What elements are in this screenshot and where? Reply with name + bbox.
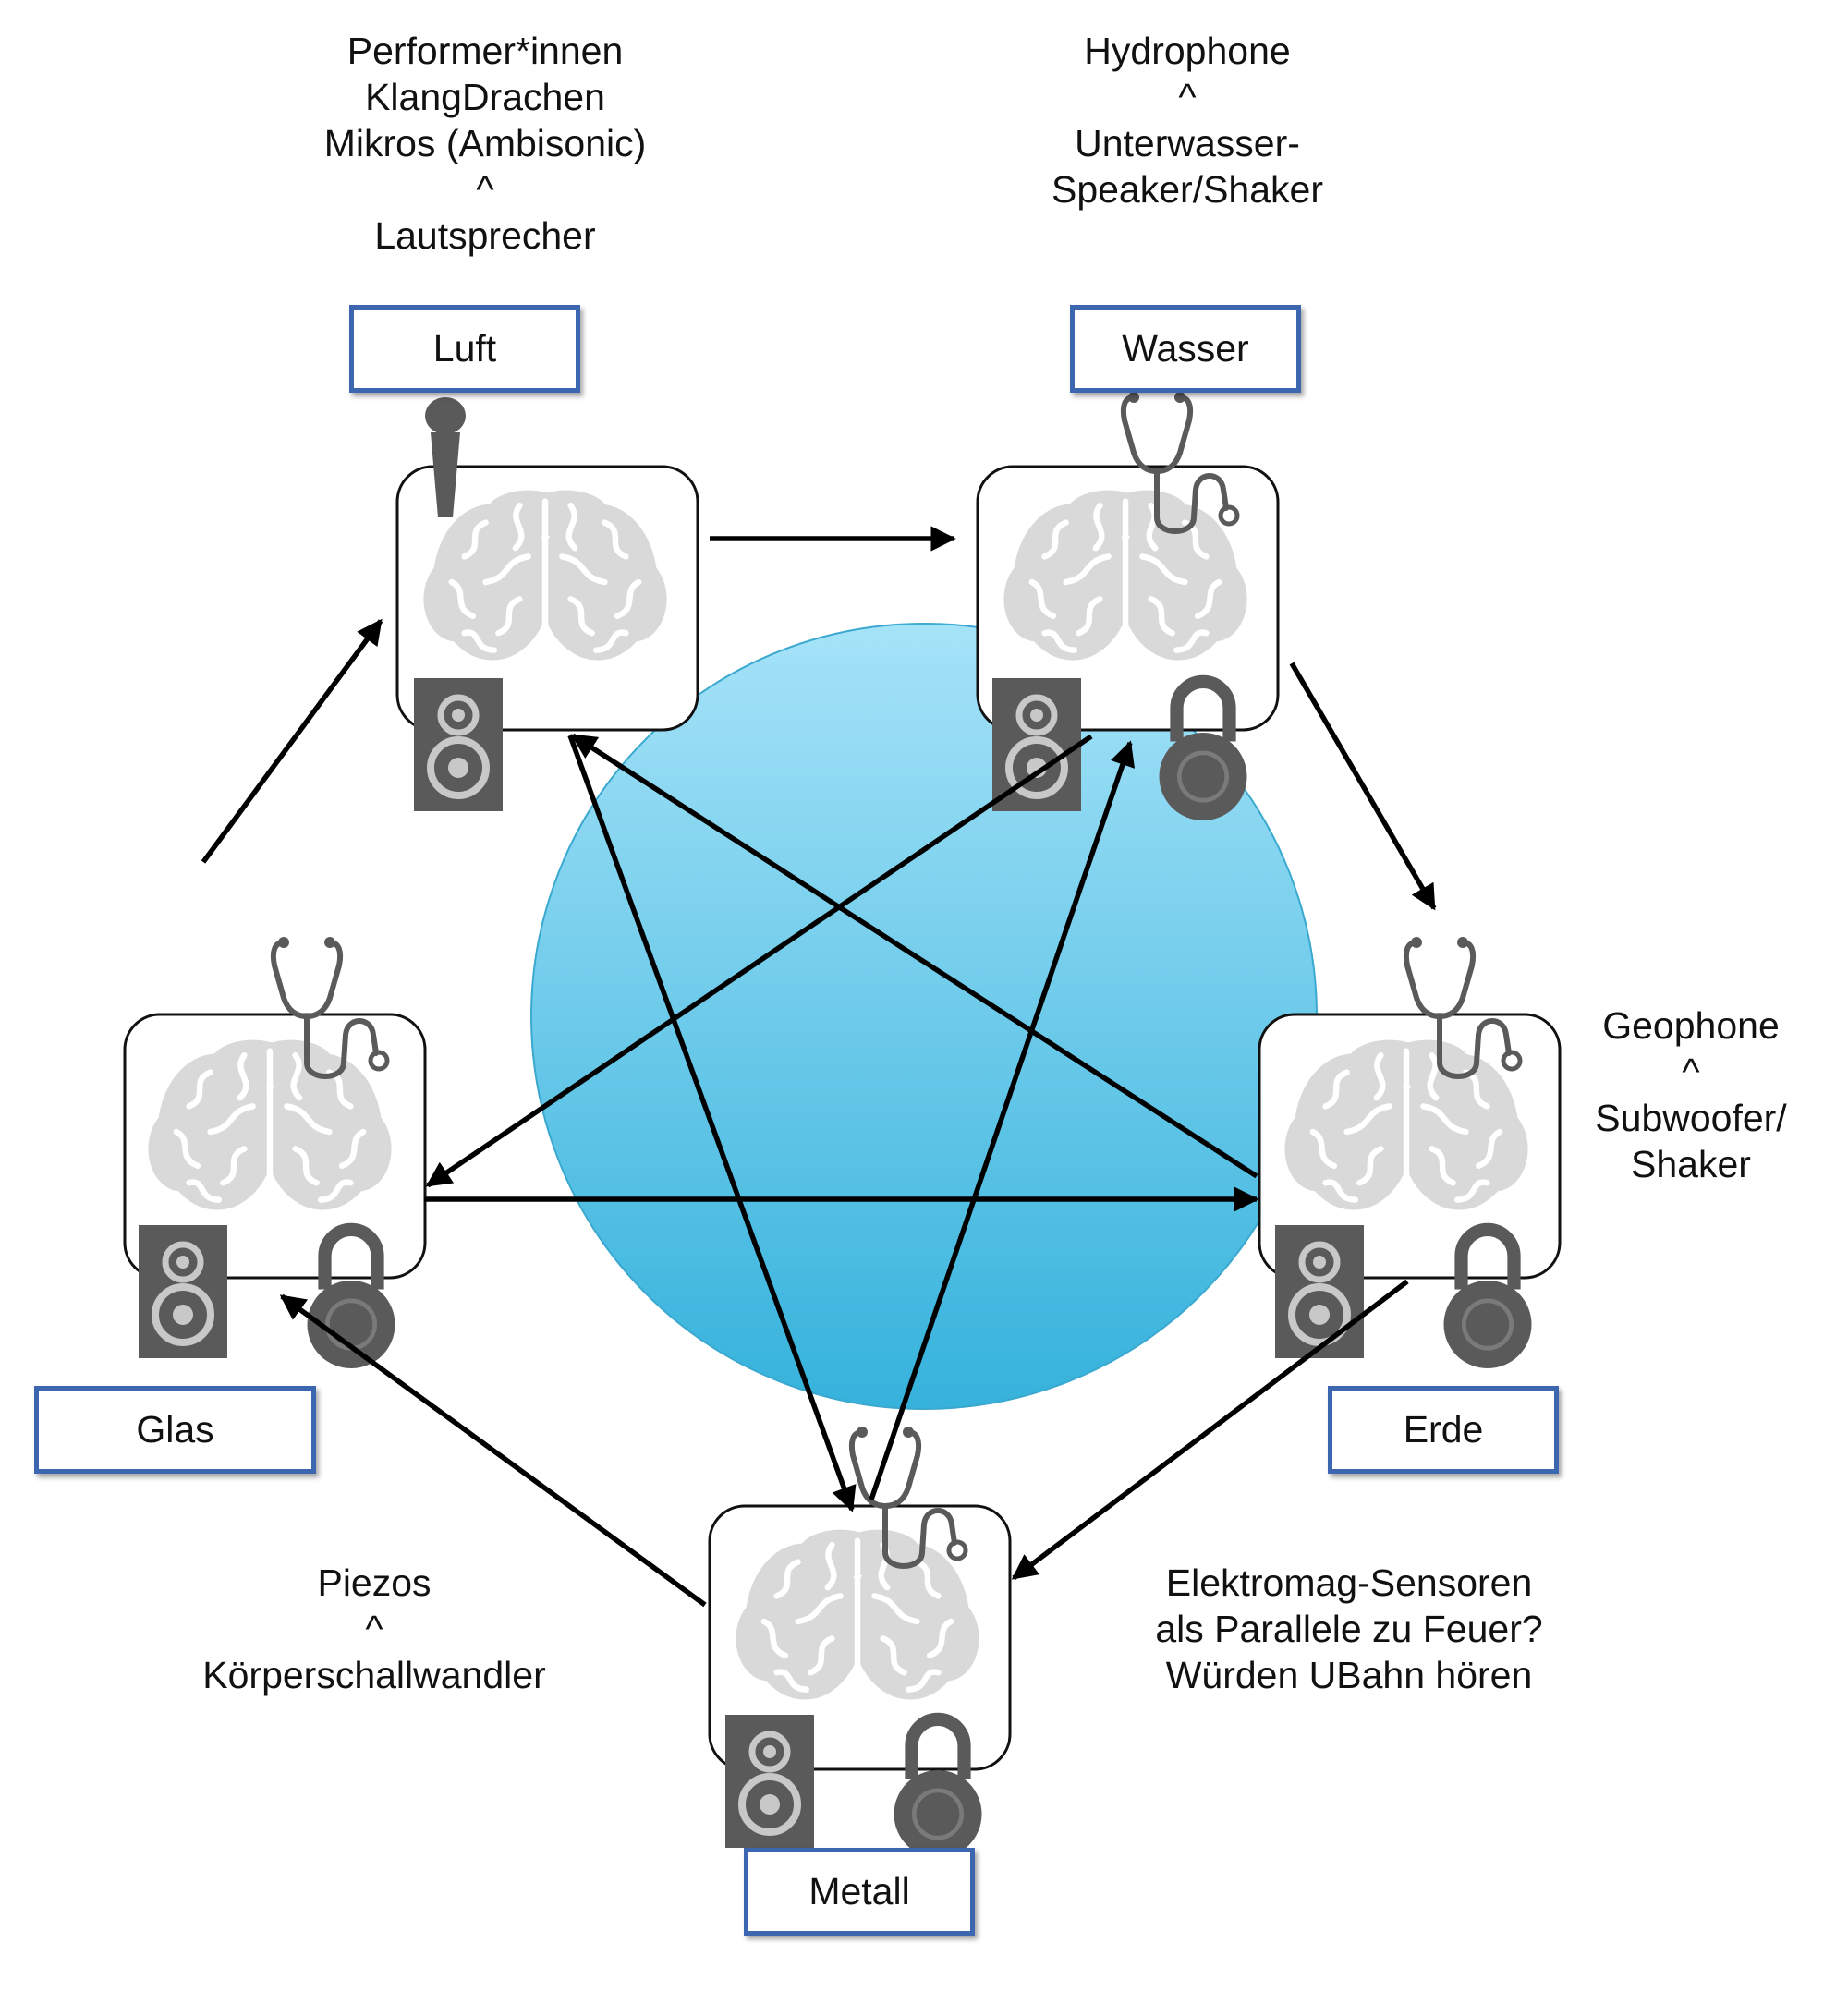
caption-metall: Elektromag-Sensoren als Parallele zu Feu… bbox=[1155, 1561, 1543, 1696]
node-glas bbox=[123, 940, 427, 1368]
speaker-icon bbox=[414, 678, 503, 811]
label-wasser: Wasser bbox=[1070, 305, 1301, 393]
arrow-glas-luft bbox=[201, 618, 383, 864]
speaker-icon bbox=[1275, 1225, 1364, 1358]
speaker-icon bbox=[725, 1715, 814, 1848]
node-luft bbox=[395, 397, 699, 811]
arrow-layer bbox=[201, 526, 1437, 1608]
node-wasser bbox=[976, 395, 1280, 820]
node-erde bbox=[1258, 940, 1562, 1368]
label-erde: Erde bbox=[1328, 1386, 1559, 1474]
arrow-luft-metall bbox=[567, 735, 857, 1512]
arrow-metall-wasser bbox=[869, 740, 1136, 1500]
label-luft: Luft bbox=[349, 305, 580, 393]
speaker-icon bbox=[139, 1225, 227, 1358]
arrow-wasser-glas bbox=[425, 734, 1093, 1188]
caption-erde: Geophone ^ Subwoofer/ Shaker bbox=[1595, 1004, 1787, 1185]
caption-luft: Performer*innen KlangDrachen Mikros (Amb… bbox=[323, 30, 647, 257]
arrow-erde-luft bbox=[570, 733, 1258, 1179]
arrow-erde-metall bbox=[1011, 1279, 1409, 1581]
node-metall bbox=[708, 1429, 1012, 1858]
arrow-metall-glas bbox=[279, 1293, 707, 1608]
caption-wasser: Hydrophone ^ Unterwasser- Speaker/Shaker bbox=[1051, 30, 1323, 211]
arrow-wasser-erde bbox=[1289, 662, 1437, 911]
caption-glas: Piezos ^ Körperschallwandler bbox=[202, 1561, 546, 1696]
label-glas: Glas bbox=[34, 1386, 316, 1474]
label-metall: Metall bbox=[744, 1848, 975, 1936]
